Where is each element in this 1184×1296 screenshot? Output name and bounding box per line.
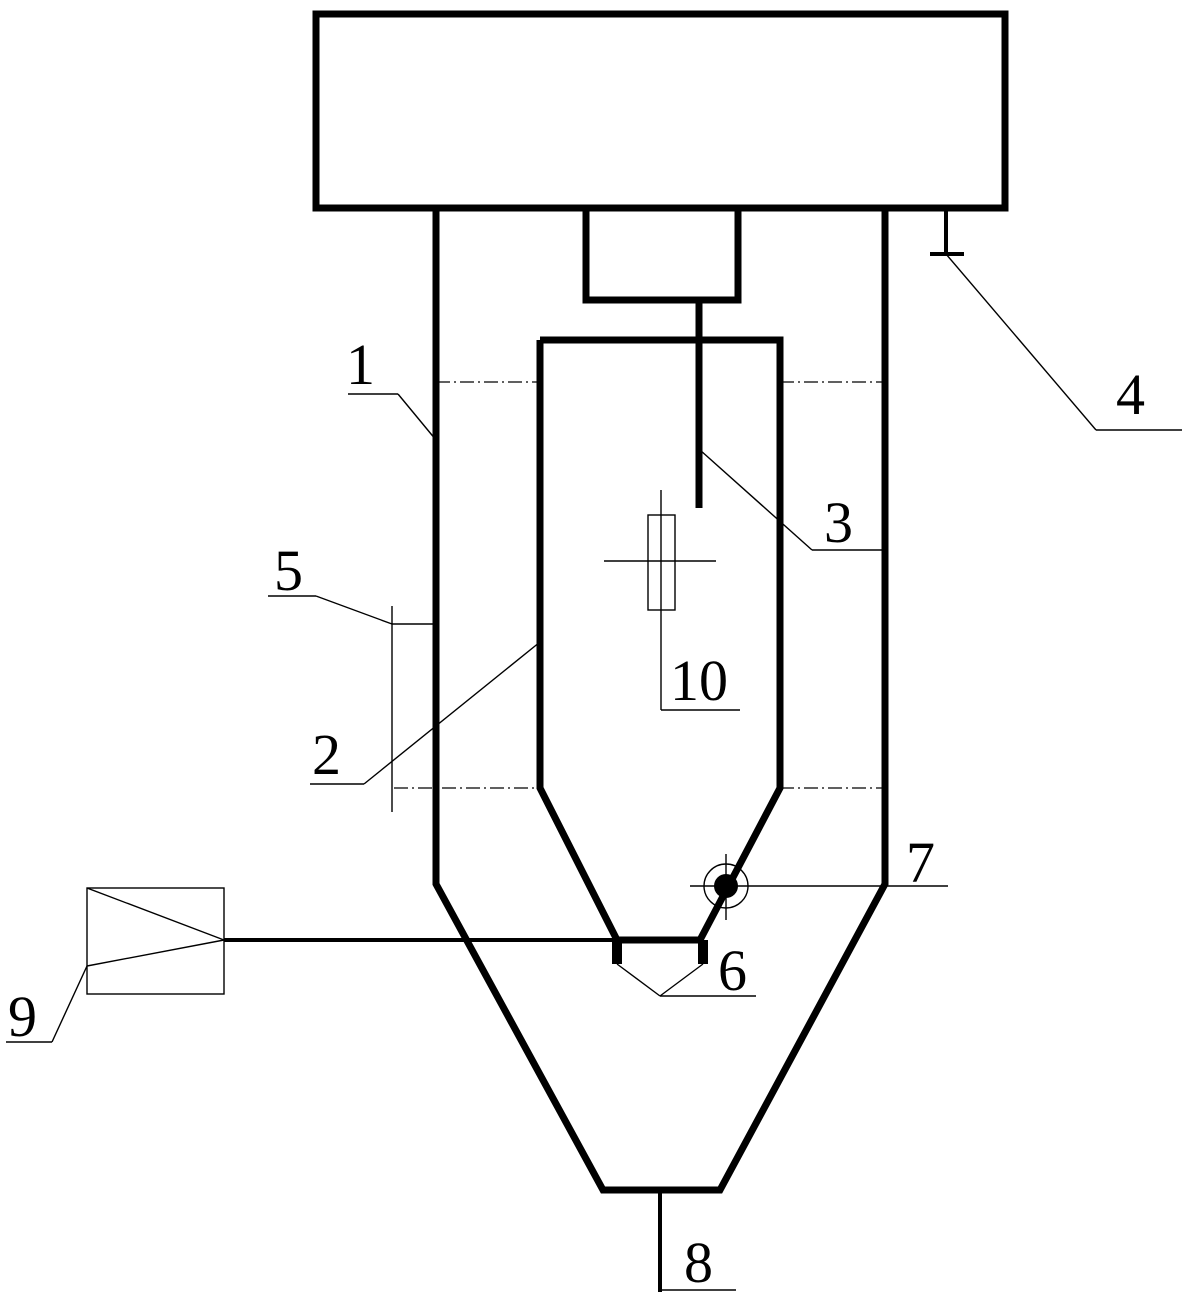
label-8: 8	[684, 1230, 713, 1295]
leader-line-2	[363, 641, 541, 785]
label-2: 2	[312, 722, 341, 787]
top-housing	[312, 10, 1009, 212]
leader-line-6a	[616, 963, 661, 997]
label-7: 7	[906, 830, 935, 895]
leader-line-3	[699, 449, 813, 551]
label-5: 5	[274, 538, 303, 603]
feed-source-box	[86, 887, 225, 995]
source-diag-top	[86, 887, 225, 941]
nozzle-right	[698, 940, 708, 964]
label-1: 1	[346, 332, 375, 397]
source-diag-bottom	[86, 939, 225, 967]
label-4: 4	[1116, 362, 1145, 427]
label-9: 9	[8, 984, 37, 1049]
leader-line-1	[397, 393, 437, 441]
leader-line-6b	[659, 963, 704, 997]
inner-vessel	[536, 336, 784, 944]
label-10: 10	[670, 648, 728, 713]
label-3: 3	[824, 490, 853, 555]
leader-line-5a	[315, 595, 393, 625]
label-6: 6	[718, 938, 747, 1003]
nozzle-left	[612, 940, 622, 964]
leader-line-4	[945, 253, 1097, 431]
leader-line-9	[51, 965, 88, 1043]
drive-block	[582, 208, 742, 304]
